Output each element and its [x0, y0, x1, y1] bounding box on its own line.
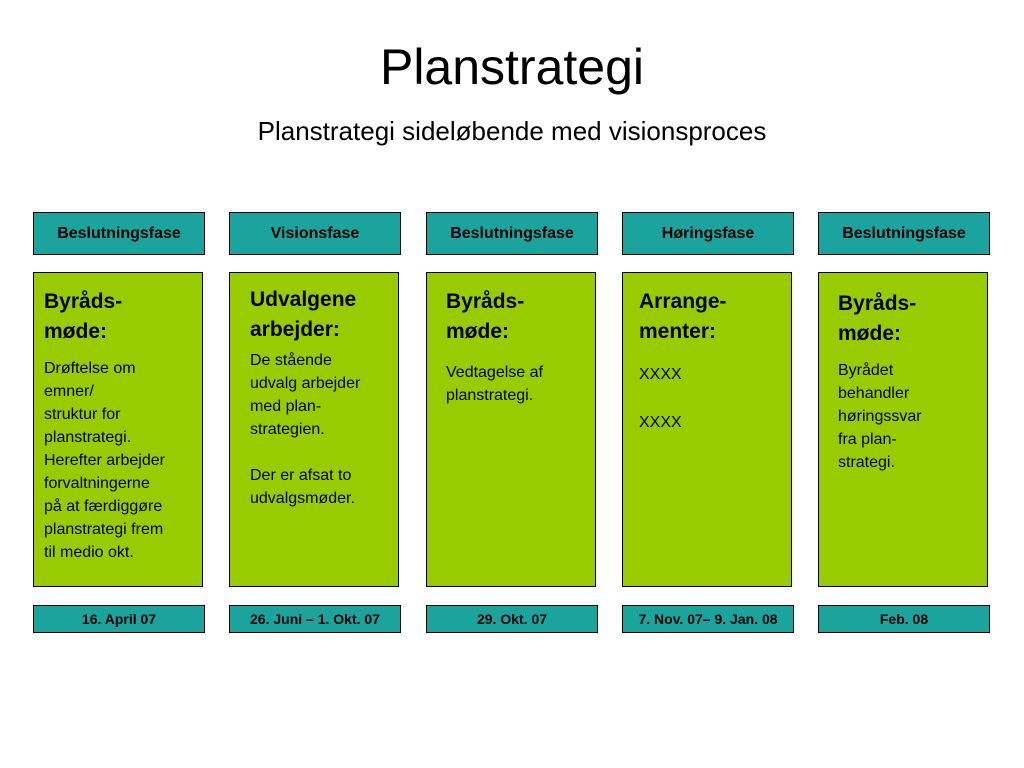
card-body: XXXX XXXX [639, 366, 682, 431]
phase-card: Udvalgene arbejder: De stående udvalg ar… [229, 272, 399, 587]
date-label: 29. Okt. 07 [426, 605, 598, 633]
phase-card: Byråds- møde: Vedtagelse af planstrategi… [426, 272, 596, 587]
card-heading: Byråds- møde: [446, 290, 525, 343]
date-label: 16. April 07 [33, 605, 205, 633]
phase-label: Visionsfase [229, 212, 401, 255]
card-heading: Arrange- menter: [639, 290, 727, 343]
date-label: 26. Juni – 1. Okt. 07 [229, 605, 401, 633]
card-heading: Udvalgene arbejder: [250, 288, 357, 341]
card-body: Byrådet behandler høringssvar fra plan- … [838, 362, 922, 471]
phase-label: Beslutningsfase [818, 212, 990, 255]
phase-card: Byråds- møde: Byrådet behandler høringss… [818, 272, 988, 587]
phase-label: Beslutningsfase [33, 212, 205, 255]
phase-card: Byråds- møde: Drøftelse om emner/ strukt… [33, 272, 203, 587]
card-body: De stående udvalg arbejder med plan- str… [250, 352, 361, 507]
card-body: Drøftelse om emner/ struktur for planstr… [44, 360, 165, 561]
phase-label: Høringsfase [622, 212, 794, 255]
phase-card: Arrange- menter: XXXX XXXX [622, 272, 792, 587]
date-label: Feb. 08 [818, 605, 990, 633]
slide-title: Planstrategi [379, 39, 645, 95]
slide-subtitle: Planstrategi sideløbende med visionsproc… [257, 116, 767, 146]
phase-label: Beslutningsfase [426, 212, 598, 255]
card-body: Vedtagelse af planstrategi. [446, 364, 543, 404]
date-label: 7. Nov. 07– 9. Jan. 08 [622, 605, 794, 633]
card-heading: Byråds- møde: [838, 292, 917, 345]
card-heading: Byråds- møde: [44, 290, 123, 343]
